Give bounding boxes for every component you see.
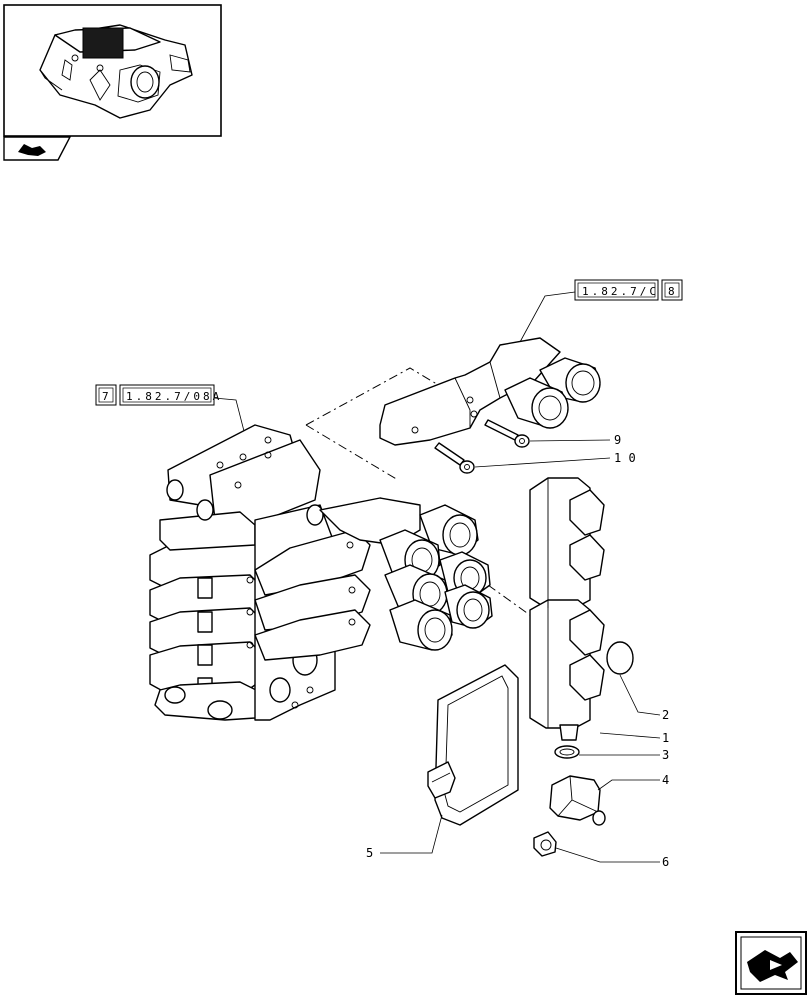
callout-4[interactable]: 4 (662, 773, 669, 787)
gasket-5[interactable] (427, 664, 519, 826)
assembly-line-right (487, 584, 535, 619)
top-ref-index: 8 (668, 285, 678, 298)
bolt-10[interactable] (434, 442, 475, 474)
callout-2[interactable]: 2 (662, 708, 669, 722)
leader-6 (555, 847, 660, 863)
oring-3[interactable] (554, 745, 580, 759)
reference-box-top[interactable]: 1.82.7/C 8 (574, 279, 683, 301)
leader-4 (597, 779, 660, 791)
lower-elbow-fittings[interactable] (254, 497, 493, 661)
callout-3[interactable]: 3 (662, 748, 669, 762)
leader-2 (619, 674, 661, 716)
leader-1 (599, 732, 661, 739)
upper-elbow-fitting[interactable] (379, 337, 601, 446)
reference-box-left[interactable]: 7 1.82.7/08A (95, 384, 222, 406)
left-ref-code: 1.82.7/08A (126, 390, 222, 403)
cap-2[interactable] (606, 641, 634, 675)
leader-9 (529, 439, 611, 442)
assembly-line-mid (305, 424, 399, 481)
leader-10 (474, 457, 611, 468)
valve-assembly-thumbnail-icon (39, 24, 193, 119)
top-ref-code: 1.82.7/C (582, 285, 659, 298)
connector-plate[interactable] (529, 477, 605, 741)
thumbnail-panel[interactable] (3, 4, 222, 137)
callout-1[interactable]: 1 (662, 731, 669, 745)
hydraulic-section-icon[interactable] (3, 136, 72, 161)
bolt-9[interactable] (484, 419, 530, 448)
callout-9[interactable]: 9 (614, 433, 621, 447)
callout-6[interactable]: 6 (662, 855, 669, 869)
callout-5[interactable]: 5 (366, 846, 373, 860)
top-ref-leader (519, 291, 576, 343)
plug-6[interactable] (533, 831, 557, 857)
connector-housing-4[interactable] (549, 775, 606, 826)
assembly-line-upper (305, 367, 441, 426)
left-ref-index: 7 (102, 390, 112, 403)
next-page-arrow-icon[interactable] (735, 931, 807, 995)
leader-5 (380, 814, 443, 854)
callout-10[interactable]: 1 0 (614, 451, 636, 465)
left-ref-leader (213, 397, 246, 436)
